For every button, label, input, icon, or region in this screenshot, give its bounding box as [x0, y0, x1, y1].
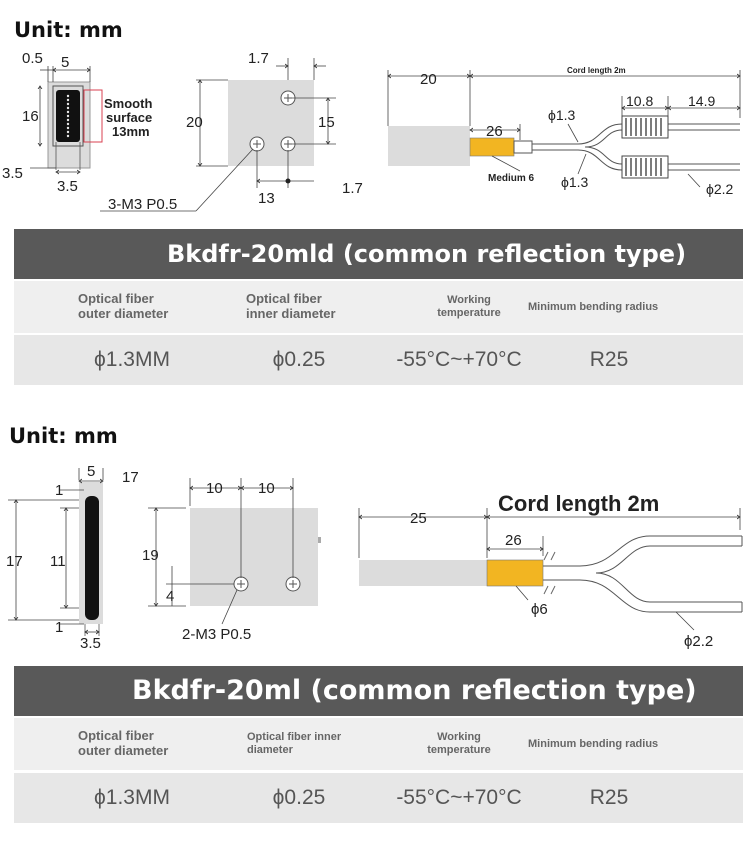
p2-header-inner-diameter: Optical fiber inner diameter: [247, 731, 342, 756]
p2-side-dim-bottom: 3.5: [80, 635, 101, 652]
p1-mount-hole: [249, 136, 265, 152]
p1-spec-header-row: Optical fiber outer diameter Optical fib…: [14, 281, 743, 333]
p2-header-outer-diameter: Optical fiber outer diameter: [78, 728, 169, 758]
p1-cable-dim-end: ϕ2.2: [706, 181, 734, 197]
p1-side-dim-bottom-left: 3.5: [2, 165, 23, 182]
p2-side-dim-inner: 11: [50, 553, 66, 570]
p1-side-dim-height: 16: [22, 108, 39, 125]
p2-side-dim-left: 17: [6, 553, 23, 570]
p2-front-dim-a: 10: [206, 480, 223, 497]
p2-spec-header-row: Optical fiber outer diameter Optical fib…: [14, 718, 743, 770]
p2-header-bending-radius: Minimum bending radius: [528, 737, 659, 750]
p1-front-dim-top: 1.7: [248, 50, 269, 67]
p1-cable-tube-label: Medium 6: [488, 173, 535, 184]
p1-side-note-3: 13mm: [112, 124, 150, 139]
p1-cable-dim-tube: 26: [486, 123, 503, 140]
p2-front-dim-b: 10: [258, 480, 275, 497]
p1-cable-dim-body: 20: [420, 71, 437, 88]
p2-front-dim-height: 19: [142, 547, 159, 564]
p1-side-dim-top: 5: [61, 54, 69, 71]
p1-cable-dim-tail: 14.9: [688, 93, 715, 109]
p2-cable-dim-body: 25: [410, 510, 427, 527]
p2-title: Bkdfr-20ml (common reflection type): [132, 675, 697, 706]
p2-value-inner-diameter: ϕ0.25: [272, 786, 326, 809]
unit-label-1: Unit: mm: [14, 18, 123, 42]
p1-header-bending-radius: Minimum bending radius: [528, 300, 659, 313]
p1-side-note-1: Smooth: [104, 96, 152, 111]
p1-side-dim-bottom: 3.5: [57, 178, 78, 195]
p2-value-bending-radius: R25: [589, 786, 629, 809]
p1-header-inner-diameter: Optical fiber inner diameter: [246, 291, 336, 321]
p2-spec-value-row: ϕ1.3MM ϕ0.25 -55°C~+70°C R25: [14, 773, 743, 823]
p2-side-dim-top-right: 17: [122, 469, 139, 486]
p1-front-dim-bottom-right: 1.7: [342, 180, 363, 197]
p2-cord-length: Cord length 2m: [498, 491, 659, 516]
p2-side-dim-bottom-gap: 1: [55, 619, 63, 636]
p1-header-outer-diameter: Optical fiber outer diameter: [78, 291, 169, 321]
p1-value-temperature: -55°C~+70°C: [396, 348, 522, 371]
p1-cord-length: Cord length 2m: [567, 66, 626, 75]
p1-mount-label: 3-M3 P0.5: [108, 196, 177, 213]
p1-cable-dim-connector: 10.8: [626, 93, 653, 109]
p2-value-temperature: -55°C~+70°C: [396, 786, 522, 809]
p2-mount-label: 2-M3 P0.5: [182, 626, 251, 643]
p1-title: Bkdfr-20mld (common reflection type): [167, 240, 687, 268]
p1-side-dim-top-small: 0.5: [22, 50, 43, 67]
p1-value-bending-radius: R25: [589, 348, 629, 371]
p1-front-dim-left: 20: [186, 114, 203, 131]
p1-value-inner-diameter: ϕ0.25: [272, 348, 326, 371]
p2-cable-dim-tube-dia: ϕ6: [531, 601, 548, 618]
p1-value-outer-diameter: ϕ1.3MM: [94, 348, 170, 371]
p2-mount-hole: [285, 576, 301, 592]
p1-cable-dim-fiber2: ϕ1.3: [561, 174, 589, 190]
p2-side-dim-top-gap: 1: [55, 482, 63, 499]
p1-side-note-2: surface: [106, 110, 152, 125]
p1-side-view: 0.5 5 16 3.5 3.5 Smooth surface 13mm 1.7…: [2, 50, 750, 213]
p1-mount-hole: [280, 136, 296, 152]
unit-label-2: Unit: mm: [9, 424, 118, 448]
p2-mount-hole: [233, 576, 249, 592]
p1-front-dim-right: 15: [318, 114, 335, 131]
p2-front-dim-hole: 4: [166, 588, 174, 605]
p1-title-bar: Bkdfr-20mld (common reflection type): [14, 229, 743, 279]
p1-header-temperature: Working temperature: [437, 294, 501, 319]
p2-cable-dim-end: ϕ2.2: [684, 633, 713, 650]
p1-front-dim-bottom: 13: [258, 190, 275, 207]
p1-cable-dim-fiber: ϕ1.3: [548, 107, 576, 123]
p2-side-dim-top: 5: [87, 463, 95, 480]
p2-title-bar: Bkdfr-20ml (common reflection type): [14, 666, 743, 716]
p2-value-outer-diameter: ϕ1.3MM: [94, 786, 170, 809]
p2-cable-dim-tube: 26: [505, 532, 522, 549]
p1-spec-value-row: ϕ1.3MM ϕ0.25 -55°C~+70°C R25: [14, 335, 743, 385]
p2-header-temperature: Working temperature: [427, 731, 491, 756]
